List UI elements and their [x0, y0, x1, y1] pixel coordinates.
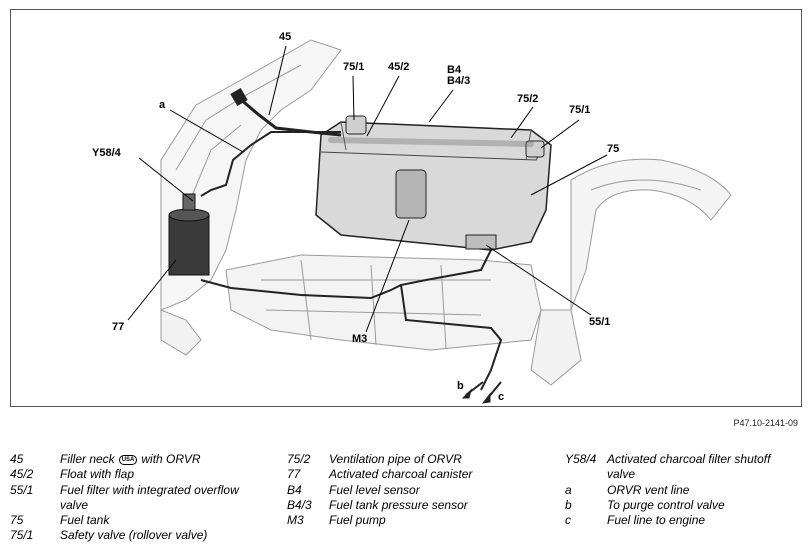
legend-code: B4/3 — [287, 497, 312, 512]
leader-77 — [127, 259, 177, 321]
callout-75-1-right: 75/1 — [569, 104, 591, 116]
legend-code: B4 — [287, 482, 302, 497]
fuel-line-to-engine — [399, 249, 503, 391]
callout-c: c — [498, 391, 505, 403]
legend-code: a — [565, 482, 572, 497]
legend-desc-before: Filler neck — [60, 452, 115, 466]
leader-45 — [268, 45, 287, 116]
legend-code: 45 — [10, 452, 24, 466]
legend-desc-after: with ORVR — [141, 452, 201, 466]
legend-desc: Fuel pump — [329, 513, 386, 528]
flow-arrows — [461, 381, 502, 404]
legend-code: 75/1 — [10, 528, 34, 543]
legend-row: valve — [10, 498, 280, 513]
legend-desc: Ventilation pipe of ORVR — [329, 452, 462, 466]
legend-code: 75/2 — [287, 452, 311, 466]
legend-desc: valve — [60, 497, 89, 512]
legend-desc: Fuel level sensor — [329, 482, 420, 497]
legend-row: B4 Fuel level sensor — [287, 483, 557, 498]
legend-desc: Fuel tank — [60, 513, 110, 528]
callout-75-1-top: 75/1 — [343, 61, 365, 73]
legend-code: M3 — [287, 513, 304, 528]
leader-75-1-top — [352, 75, 355, 121]
legend-desc: Fuel line to engine — [607, 513, 706, 528]
legend-code: b — [565, 497, 572, 512]
callout-45-2: 45/2 — [388, 61, 410, 73]
callout-b4-3: B4/3 — [447, 75, 471, 87]
callout-75-2: 75/2 — [517, 93, 539, 105]
legend-row: 75/1 Safety valve (rollover valve) — [10, 528, 280, 543]
legend-row: 77 Activated charcoal canister — [287, 467, 557, 482]
callout-55-1: 55/1 — [589, 316, 611, 328]
legend-row: 75/2 Ventilation pipe of ORVR — [287, 452, 557, 467]
legend-row: 75 Fuel tank — [10, 513, 280, 528]
leader-75-2 — [510, 106, 534, 139]
legend-desc: Safety valve (rollover valve) — [60, 528, 208, 543]
callout-b: b — [457, 380, 464, 392]
legend-code: 77 — [287, 467, 301, 482]
callout-75: 75 — [607, 143, 620, 155]
legend-row: valve — [565, 467, 805, 482]
leader-75 — [530, 154, 608, 196]
legend-code: c — [565, 513, 571, 528]
right-wheel-arch — [570, 158, 732, 311]
trunk-floor — [225, 254, 542, 351]
legend-code — [10, 498, 60, 513]
legend-code — [565, 467, 607, 482]
legend-desc: ORVR vent line — [607, 482, 690, 497]
legend-row: a ORVR vent line — [565, 483, 805, 498]
legend-desc: Fuel tank pressure sensor — [329, 497, 468, 512]
legend-desc: Activated charcoal canister — [329, 467, 473, 482]
legend-code: 45/2 — [10, 467, 34, 482]
leader-55-1 — [485, 244, 592, 316]
figure-reference: P47.10-2141-09 — [733, 418, 798, 428]
diagram-illustration — [127, 39, 732, 404]
legend-row: Y58/4 Activated charcoal filter shutoff — [565, 452, 805, 467]
legend-desc: To purge control valve — [607, 497, 725, 512]
legend-row: b To purge control valve — [565, 498, 805, 513]
leader-y58-4 — [138, 157, 194, 202]
legend-column-3: Y58/4 Activated charcoal filter shutoff … — [565, 452, 805, 528]
callout-m3: M3 — [352, 333, 368, 345]
callout-a: a — [159, 99, 166, 111]
leader-b4 — [428, 89, 454, 123]
legend-desc: Float with flap — [60, 467, 135, 482]
legend-row: c Fuel line to engine — [565, 513, 805, 528]
callout-77: 77 — [112, 321, 125, 333]
legend-code: 75 — [10, 513, 24, 528]
legend-column-2: 75/2 Ventilation pipe of ORVR 77 Activat… — [287, 452, 557, 528]
callout-45: 45 — [279, 31, 292, 43]
legend-row: 45/2 Float with flap — [10, 467, 280, 482]
leader-45-2 — [366, 75, 400, 137]
callout-b4: B4 — [447, 64, 462, 76]
legend-code: 55/1 — [10, 482, 34, 497]
legend-row: M3 Fuel pump — [287, 513, 557, 528]
legend-desc: Activated charcoal filter shutoff — [607, 452, 771, 466]
orvr-vent-line — [200, 131, 341, 197]
fuel-system-diagram: 45 75/1 45/2 B4 B4/3 75/2 75/1 75 a Y58/… — [10, 9, 802, 407]
purge-line — [200, 279, 402, 300]
fuel-tank-illustration — [315, 115, 552, 251]
leader-75-1-right — [540, 119, 580, 149]
legend-row: B4/3 Fuel tank pressure sensor — [287, 498, 557, 513]
leader-m3 — [365, 219, 410, 333]
callout-y58-4: Y58/4 — [92, 147, 121, 159]
legend-desc: valve — [607, 467, 636, 482]
legend-row: 55/1 Fuel filter with integrated overflo… — [10, 483, 280, 498]
leader-a — [169, 109, 244, 153]
legend-desc: Fuel filter with integrated overflow — [60, 482, 239, 497]
legend-code: Y58/4 — [565, 452, 597, 466]
usa-badge-icon: USA — [118, 454, 138, 465]
charcoal-canister-illustration — [168, 193, 210, 276]
